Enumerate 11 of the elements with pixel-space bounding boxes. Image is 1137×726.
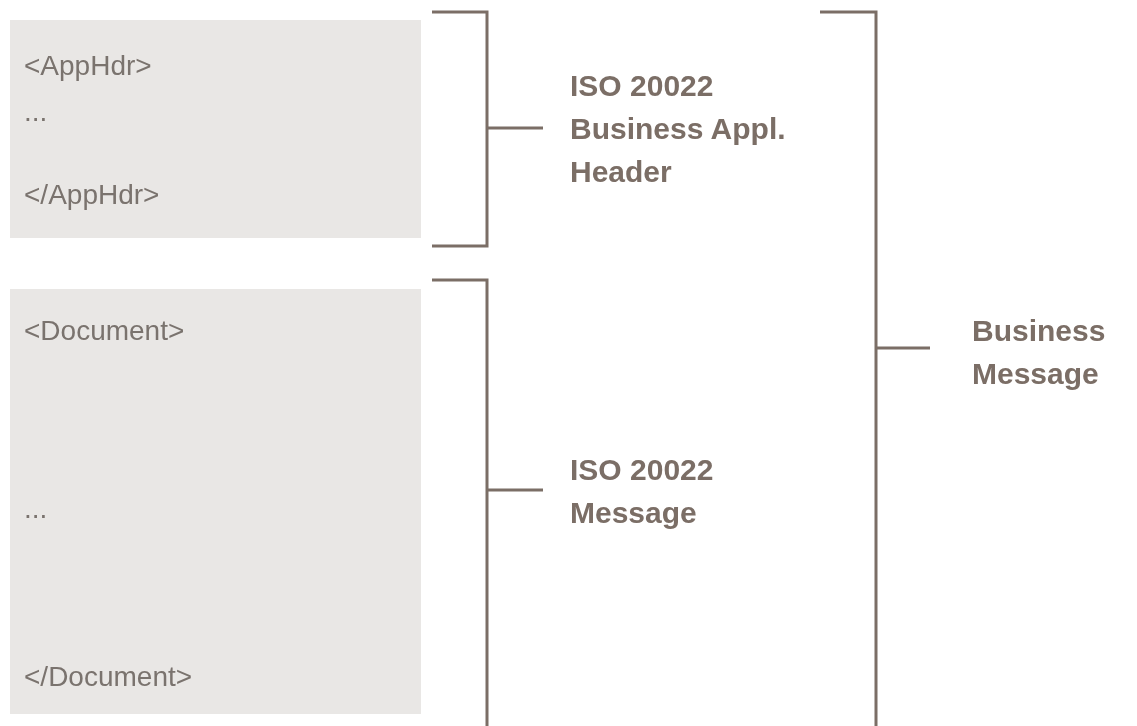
bracket-label: ISO 20022 Business Appl. Header — [570, 68, 787, 190]
code-line: ... — [24, 493, 48, 525]
code-line: ... — [24, 96, 48, 128]
code-line: </Document> — [24, 661, 193, 693]
code-line: <AppHdr> — [24, 50, 152, 82]
bracket-label: Business Message — [972, 313, 1107, 392]
code-line: <Document> — [24, 315, 185, 347]
code-panel — [10, 289, 421, 714]
code-line: </AppHdr> — [24, 179, 160, 211]
code-panel — [10, 20, 421, 238]
bracket-label: ISO 20022 Message — [570, 452, 715, 531]
